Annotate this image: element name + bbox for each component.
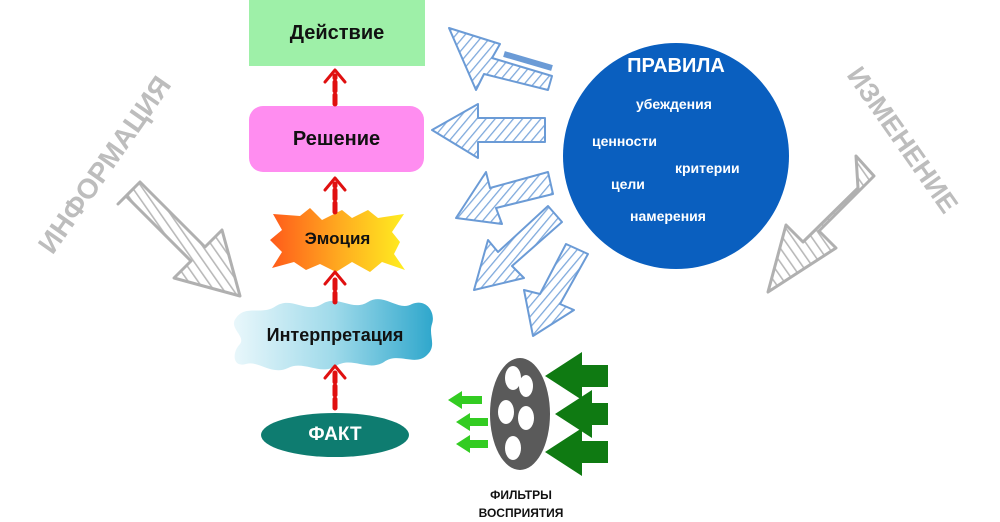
chain-arrow-2 [323, 270, 347, 305]
green-arrows-out [448, 391, 488, 453]
action-label: Действие [289, 21, 385, 44]
rules-title: ПРАВИЛА [627, 54, 725, 77]
filters-label-line2: ВОСПРИЯТИЯ [478, 506, 564, 520]
hatched-arrow-to-filters [523, 243, 589, 337]
right-grey-arrow [766, 154, 876, 294]
interpretation-label: Интерпретация [266, 324, 404, 345]
chain-arrow-3 [323, 176, 347, 215]
interpretation-cloud [233, 299, 433, 371]
rule-item-intentions: намерения [630, 208, 706, 224]
emotion-label: Эмоция [304, 229, 371, 248]
hatched-arrow-to-decision [431, 103, 546, 159]
action-box [249, 0, 425, 66]
rules-circle [563, 43, 789, 269]
decision-label: Решение [292, 127, 381, 150]
rule-item-criteria: критерии [675, 160, 740, 176]
rule-item-beliefs: убеждения [636, 96, 712, 112]
film-reel-icon [490, 358, 550, 470]
fact-ellipse [261, 413, 409, 457]
fact-label: ФАКТ [308, 424, 362, 445]
left-grey-arrow [116, 180, 242, 298]
decision-box [249, 106, 424, 172]
rule-item-values: ценности [592, 133, 657, 149]
green-arrows-in [545, 352, 608, 476]
emotion-burst [270, 208, 405, 272]
hatched-arrow-to-emotion [455, 171, 554, 225]
filters-label-line1: ФИЛЬТРЫ [490, 488, 552, 502]
chain-arrows [323, 68, 347, 411]
chain-arrow-1 [323, 364, 347, 411]
hatched-arrow-to-interpretation [473, 205, 563, 291]
hatched-arrow-to-action [448, 27, 553, 91]
rule-item-goals: цели [611, 176, 645, 192]
chain-arrow-4 [323, 68, 347, 107]
